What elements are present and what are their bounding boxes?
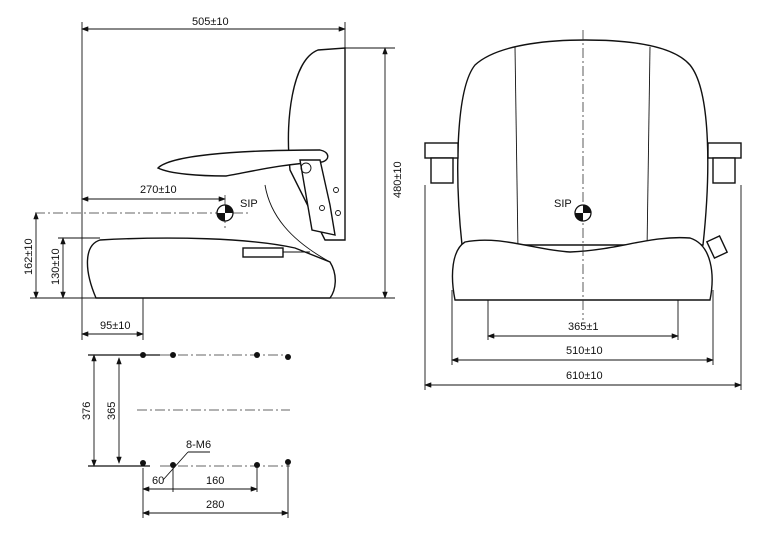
dim-mount-width: 365±1 <box>568 321 599 333</box>
sip-label-front: SIP <box>554 198 572 210</box>
sip-marker-front <box>574 204 592 222</box>
dim-seat-width: 510±10 <box>566 345 603 357</box>
dim-offset: 60 <box>152 475 164 487</box>
dim-overall-pattern: 280 <box>206 499 224 511</box>
dim-sip-depth: 270±10 <box>140 184 177 196</box>
mounting-pattern: 376 365 8-M6 60 160 280 <box>81 352 291 518</box>
dim-width-side: 505±10 <box>192 16 229 28</box>
front-view: SIP 365±1 510±10 610±10 <box>424 30 742 390</box>
armrest-side <box>156 149 329 177</box>
backrest-side <box>287 47 346 241</box>
bolt-label: 8-M6 <box>186 439 211 451</box>
adjust-lever-front <box>705 234 729 260</box>
sip-label-side: SIP <box>240 198 258 210</box>
seat-cushion-side <box>86 237 336 299</box>
dim-sip-height: 162±10 <box>23 238 35 275</box>
dim-spacing: 160 <box>206 475 224 487</box>
dim-height-side: 480±10 <box>392 161 404 198</box>
seat-cushion-front <box>451 236 713 301</box>
armrest-left-front <box>424 142 459 184</box>
sip-marker-side <box>216 204 234 222</box>
armrest-right-front <box>707 142 742 184</box>
dim-outer-depth: 376 <box>81 402 93 420</box>
dim-mount-offset: 95±10 <box>100 320 131 332</box>
dim-overall-width: 610±10 <box>566 370 603 382</box>
dim-seat-height: 130±10 <box>50 248 62 285</box>
side-view: SIP 505±10 480±10 270±10 162±10 130±10 9… <box>23 16 404 340</box>
adjust-lever <box>242 247 284 258</box>
dim-inner-depth: 365 <box>106 402 118 420</box>
